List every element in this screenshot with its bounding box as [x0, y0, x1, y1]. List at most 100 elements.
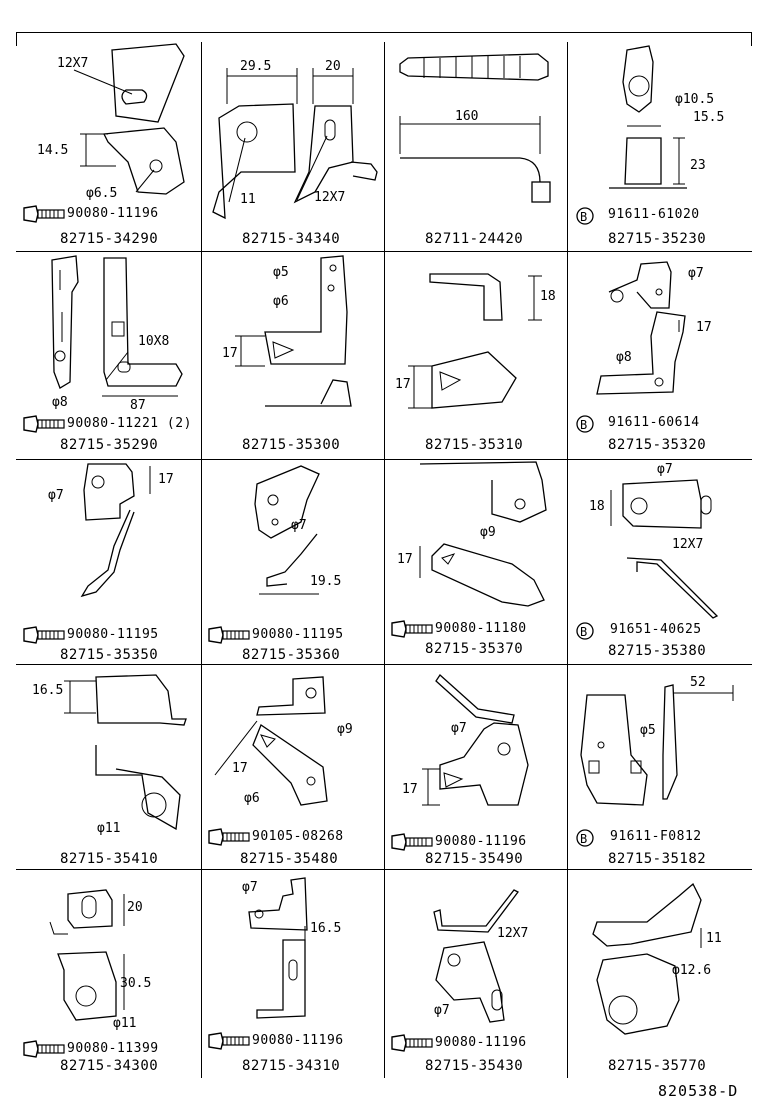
- part-number: 82715-35380: [608, 643, 707, 659]
- dim-label: φ7: [657, 462, 673, 477]
- fastener-number: 90080-11195: [252, 627, 344, 642]
- bolt-icon: [23, 205, 65, 223]
- top-border-line: [16, 32, 752, 33]
- dim-label: 52: [690, 675, 706, 690]
- dim-label: φ9: [337, 722, 353, 737]
- right-border-line: [751, 32, 752, 46]
- dim-label: φ6: [244, 791, 260, 806]
- dim-label: 12X7: [57, 56, 89, 71]
- fastener-number: 90080-11196: [67, 206, 159, 221]
- bolt-icon: [391, 620, 433, 638]
- dim-label: 12X7: [497, 926, 529, 941]
- bolt-icon: [23, 1040, 65, 1058]
- bracket-drawing-35770: [592, 882, 702, 1035]
- part-number: 82711-24420: [425, 231, 524, 247]
- dim-label: 18: [540, 289, 556, 304]
- bolt-icon: [208, 828, 250, 846]
- part-number: 82715-35410: [60, 851, 159, 867]
- bracket-drawing-35350: [80, 463, 151, 598]
- bolt-icon: [391, 833, 433, 851]
- dim-label: φ7: [242, 880, 258, 895]
- part-number: 82715-35480: [240, 851, 339, 867]
- fastener-number: 91651-40625: [610, 622, 702, 637]
- svg-text:B: B: [580, 832, 587, 846]
- dim-label: φ5: [273, 265, 289, 280]
- fastener-number: 91611-61020: [608, 207, 700, 222]
- bracket-drawing-35480: [214, 676, 328, 806]
- bracket-drawing-35230: [609, 45, 687, 189]
- dim-label: φ7: [451, 721, 467, 736]
- bracket-drawing-35430: [433, 889, 519, 1023]
- bracket-drawing-35490: [422, 674, 529, 806]
- part-number: 82715-35360: [242, 647, 341, 663]
- part-number: 82715-35182: [608, 851, 707, 867]
- col-divider-3: [567, 42, 568, 1078]
- bolt-icon: [23, 626, 65, 644]
- clip-drawing-24420: [399, 53, 551, 203]
- bracket-drawing-35360: [254, 465, 320, 595]
- part-number: 82715-35350: [60, 647, 159, 663]
- col-divider-1: [201, 42, 202, 1078]
- dim-label: 16.5: [310, 921, 342, 936]
- bracket-drawing-35320: [596, 261, 686, 395]
- dim-label: 17: [397, 552, 413, 567]
- dim-label: φ8: [52, 395, 68, 410]
- fastener-number: 90080-11196: [252, 1033, 344, 1048]
- dim-label: 17: [696, 320, 712, 335]
- dim-label: 14.5: [37, 143, 69, 158]
- part-number: 82715-35300: [242, 437, 341, 453]
- bolt-icon: [208, 1032, 250, 1050]
- dim-label: 15.5: [693, 110, 725, 125]
- dim-label: φ11: [113, 1016, 137, 1031]
- part-number: 82715-34290: [60, 231, 159, 247]
- bolt-icon: [391, 1034, 433, 1052]
- bolt-icon: [23, 415, 65, 433]
- dim-label: 17: [158, 472, 174, 487]
- dim-label: 11: [240, 192, 256, 207]
- bracket-drawing-34300: [49, 889, 125, 1021]
- dim-label: φ8: [616, 350, 632, 365]
- circle-b-icon: B: [576, 207, 594, 225]
- left-border-line: [16, 32, 17, 46]
- dim-label: 29.5: [240, 59, 272, 74]
- part-number: 82715-34300: [60, 1058, 159, 1074]
- dim-label: φ11: [97, 821, 121, 836]
- svg-text:B: B: [580, 418, 587, 432]
- dim-label: 20: [325, 59, 341, 74]
- col-divider-2: [384, 42, 385, 1078]
- circle-b-icon: B: [576, 829, 594, 847]
- fastener-number: 90080-11180: [435, 621, 527, 636]
- diagram-code: 820538-D: [658, 1082, 739, 1100]
- fastener-number: 91611-F0812: [610, 829, 702, 844]
- bracket-drawing-34340: [212, 68, 378, 220]
- bracket-drawing-35290: [51, 255, 183, 397]
- fastener-number: 90105-08268: [252, 829, 344, 844]
- part-number: 82715-35320: [608, 437, 707, 453]
- dim-label: 19.5: [310, 574, 342, 589]
- bolt-icon: [208, 626, 250, 644]
- bracket-drawing-35380: [610, 479, 719, 619]
- dim-label: 12X7: [314, 190, 346, 205]
- dim-label: 87: [130, 398, 146, 413]
- bracket-drawing-34310: [248, 877, 308, 1019]
- bracket-drawing-35310: [408, 273, 542, 409]
- bracket-drawing-34290: [73, 43, 185, 195]
- dim-label: 16.5: [32, 683, 64, 698]
- dim-label: φ5: [640, 723, 656, 738]
- dim-label: φ6: [273, 294, 289, 309]
- part-number: 82715-34310: [242, 1058, 341, 1074]
- fastener-number: 90080-11399: [67, 1041, 159, 1056]
- dim-label: φ7: [434, 1003, 450, 1018]
- dim-label: 11: [706, 931, 722, 946]
- dim-label: φ10.5: [675, 92, 715, 107]
- dim-label: 17: [222, 346, 238, 361]
- circle-b-icon: B: [576, 622, 594, 640]
- bracket-drawing-35370: [419, 461, 547, 607]
- fastener-number: 90080-11196: [435, 834, 527, 849]
- dim-label: 18: [589, 499, 605, 514]
- bracket-drawing-35300: [235, 255, 352, 407]
- dim-label: φ7: [48, 488, 64, 503]
- dim-label: 10X8: [138, 334, 170, 349]
- part-number: 82715-35770: [608, 1058, 707, 1074]
